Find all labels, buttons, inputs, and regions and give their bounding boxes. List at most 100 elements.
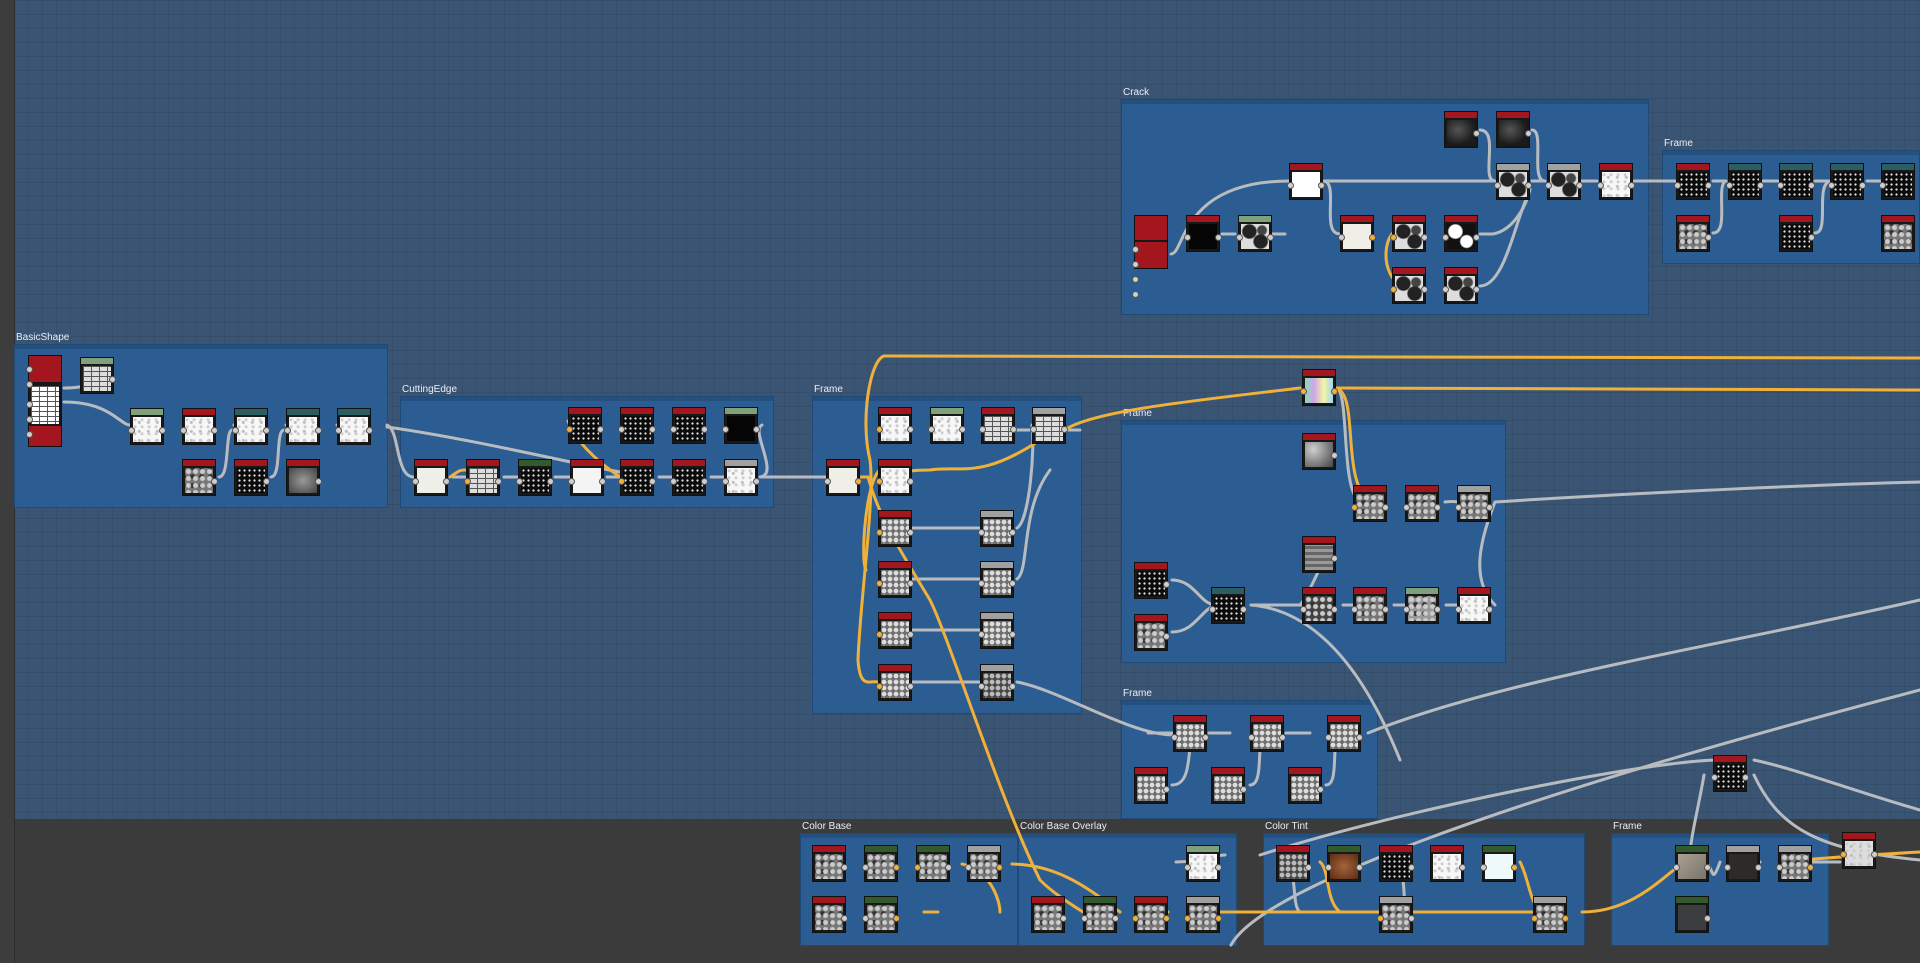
node-center-7[interactable] xyxy=(1300,587,1338,624)
node-tint-3[interactable] xyxy=(1379,845,1415,882)
node-lower-6[interactable] xyxy=(1288,767,1324,804)
node-mid-cells-8[interactable] xyxy=(978,664,1016,701)
node-tr-5[interactable] xyxy=(1879,163,1915,200)
node-mid-3[interactable] xyxy=(979,407,1017,444)
node-crack-2[interactable] xyxy=(1236,215,1274,252)
node-tint-6[interactable] xyxy=(1377,896,1415,933)
node-basicshape-pattern[interactable] xyxy=(80,357,116,394)
node-cuttingedge-5[interactable] xyxy=(618,459,656,496)
node-crack-4[interactable] xyxy=(1338,215,1376,252)
node-center-3[interactable] xyxy=(1403,485,1441,522)
node-cuttingedge-7[interactable] xyxy=(722,459,760,496)
node-basicshape-1[interactable] xyxy=(128,408,166,445)
node-br-1[interactable] xyxy=(1673,845,1711,882)
node-tint-1[interactable] xyxy=(1276,845,1312,882)
node-colorbase-4[interactable] xyxy=(965,845,1003,882)
node-mid-1[interactable] xyxy=(876,407,914,444)
node-tr-1[interactable] xyxy=(1674,163,1712,200)
node-cuttingedge-3[interactable] xyxy=(516,459,554,496)
node-lower-3[interactable] xyxy=(1325,715,1363,752)
node-mid-4[interactable] xyxy=(1030,407,1068,444)
node-tr-8[interactable] xyxy=(1881,215,1915,252)
node-cuttingedge-9[interactable] xyxy=(618,407,656,444)
frame-crack[interactable] xyxy=(1121,99,1649,315)
node-colorbase-5[interactable] xyxy=(812,896,848,933)
node-cuttingedge-8[interactable] xyxy=(566,407,604,444)
node-overlay-1[interactable] xyxy=(1031,896,1067,933)
node-crack-3[interactable] xyxy=(1287,163,1325,200)
node-center-colorful[interactable] xyxy=(1300,369,1338,406)
node-mid-cells-7[interactable] xyxy=(978,612,1016,649)
node-crack-9[interactable] xyxy=(1494,163,1532,200)
node-tint-5[interactable] xyxy=(1480,845,1518,882)
node-center-9[interactable] xyxy=(1403,587,1441,624)
node-mid-2[interactable] xyxy=(928,407,966,444)
node-br-3[interactable] xyxy=(1776,845,1814,882)
node-cuttingedge-6[interactable] xyxy=(670,459,708,496)
node-shape-input[interactable] xyxy=(26,355,62,447)
node-basicshape-noise-2[interactable] xyxy=(234,459,270,496)
node-tr-6[interactable] xyxy=(1676,215,1712,252)
node-mid-cells-2[interactable] xyxy=(876,561,914,598)
node-overlay-3[interactable] xyxy=(1132,896,1170,933)
node-center-dots-1[interactable] xyxy=(1134,562,1170,599)
node-basicshape-noise-1[interactable] xyxy=(182,459,218,496)
node-cuttingedge-4[interactable] xyxy=(568,459,606,496)
node-crack-7[interactable] xyxy=(1390,267,1428,304)
node-mid-cells-3[interactable] xyxy=(876,612,914,649)
node-lower-5[interactable] xyxy=(1211,767,1247,804)
node-tr-4[interactable] xyxy=(1828,163,1866,200)
node-crack-1[interactable] xyxy=(1184,215,1222,252)
node-mid-input[interactable] xyxy=(824,459,862,496)
node-crack-blur-2[interactable] xyxy=(1496,111,1532,148)
node-crack-8[interactable] xyxy=(1442,267,1480,304)
node-tint-7[interactable] xyxy=(1531,896,1569,933)
node-basicshape-4[interactable] xyxy=(284,408,322,445)
node-basicshape-5[interactable] xyxy=(335,408,373,445)
node-br-5[interactable] xyxy=(1840,832,1878,869)
node-crack-11[interactable] xyxy=(1597,163,1635,200)
node-center-4[interactable] xyxy=(1455,485,1493,522)
node-overlay-4[interactable] xyxy=(1184,896,1222,933)
node-center-1[interactable] xyxy=(1302,433,1338,470)
node-lower-4[interactable] xyxy=(1134,767,1170,804)
node-br-4[interactable] xyxy=(1675,896,1711,933)
node-basicshape-2[interactable] xyxy=(180,408,218,445)
node-colorbase-3[interactable] xyxy=(914,845,952,882)
node-center-8[interactable] xyxy=(1351,587,1389,624)
node-mid-cells-5[interactable] xyxy=(978,510,1016,547)
node-crack-6[interactable] xyxy=(1442,215,1480,252)
node-crack-blur-1[interactable] xyxy=(1444,111,1480,148)
node-colorbase-6[interactable] xyxy=(862,896,900,933)
node-cuttingedge-2[interactable] xyxy=(464,459,502,496)
node-crack-10[interactable] xyxy=(1545,163,1583,200)
node-tint-2[interactable] xyxy=(1325,845,1363,882)
node-tr-7[interactable] xyxy=(1779,215,1815,252)
node-br-2[interactable] xyxy=(1724,845,1762,882)
node-standalone-dots[interactable] xyxy=(1711,755,1749,792)
node-mid-cells-6[interactable] xyxy=(978,561,1016,598)
node-mid-cells-1[interactable] xyxy=(876,510,914,547)
node-overlay-2[interactable] xyxy=(1081,896,1119,933)
node-basicshape-noise-3[interactable] xyxy=(286,459,322,496)
node-crack-input[interactable] xyxy=(1132,215,1168,298)
node-center-2[interactable] xyxy=(1351,485,1389,522)
node-cuttingedge-11[interactable] xyxy=(722,407,760,444)
node-tr-3[interactable] xyxy=(1777,163,1815,200)
node-crack-5[interactable] xyxy=(1390,215,1428,252)
node-cuttingedge-1[interactable] xyxy=(412,459,450,496)
node-mid-cells-4[interactable] xyxy=(876,664,914,701)
node-tr-2[interactable] xyxy=(1726,163,1764,200)
node-lower-1[interactable] xyxy=(1171,715,1209,752)
node-colorbase-2[interactable] xyxy=(862,845,900,882)
node-overlay-5[interactable] xyxy=(1184,845,1222,882)
node-center-5[interactable] xyxy=(1302,536,1338,573)
node-center-6[interactable] xyxy=(1209,587,1247,624)
node-tint-4[interactable] xyxy=(1430,845,1466,882)
node-colorbase-1[interactable] xyxy=(812,845,848,882)
node-lower-2[interactable] xyxy=(1248,715,1286,752)
node-basicshape-3[interactable] xyxy=(232,408,270,445)
node-center-10[interactable] xyxy=(1455,587,1493,624)
node-center-noise-1[interactable] xyxy=(1134,614,1170,651)
